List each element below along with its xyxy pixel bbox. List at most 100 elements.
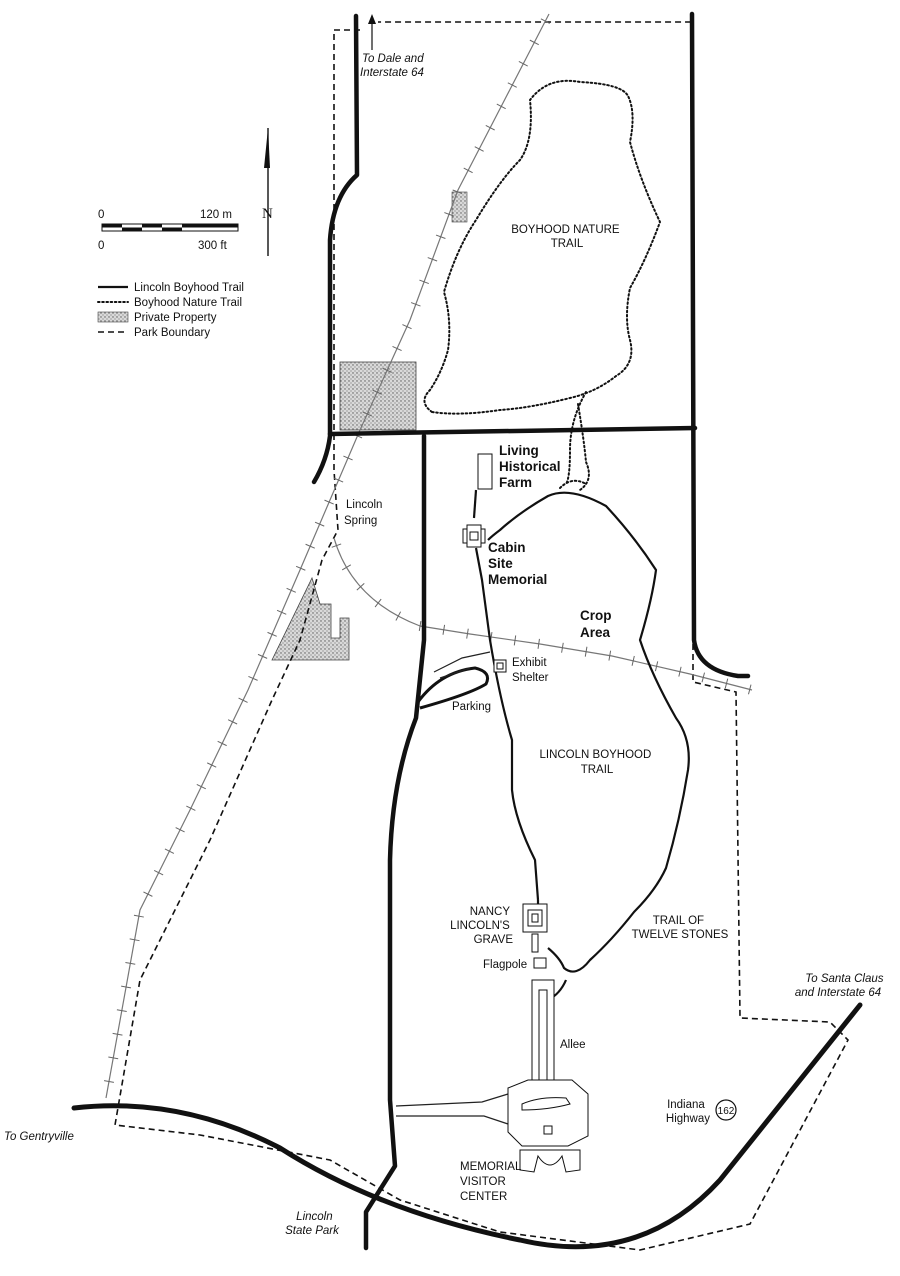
railroad-tie [108,1056,119,1060]
parking-loop-road [416,666,490,710]
railroad-tie [631,655,635,666]
railroad-tie [143,891,153,897]
flagpole-icon [533,957,547,969]
railroad-tie [442,624,446,635]
railroad-tie [678,666,682,677]
railroad-tie [372,389,382,395]
railroad-tie [227,719,238,725]
road-central [363,433,427,1251]
label-boyhood-nature-trail: BOYHOOD NATURE TRAIL [511,224,623,250]
nature-trail-connector [559,391,590,491]
label-indiana-highway: Indiana Highway [666,1099,710,1125]
railroad-tie [217,740,227,747]
road-east-north [689,11,751,679]
railroad-tie [537,638,540,649]
railroad-tie [540,18,550,24]
highway-162-shield[interactable]: 162 [715,1099,737,1121]
railroad-tie [427,257,438,262]
railroad-tie [125,962,136,965]
railroad-tie [116,1009,127,1013]
railroad-tie [324,499,334,505]
railroad-tie [129,938,140,942]
railroad-tie [513,635,517,646]
memorial-visitor-center-building [507,1079,589,1147]
legend: Lincoln Boyhood Trail Boyhood Nature Tra… [97,282,244,339]
railroad-tie [402,324,412,330]
railroad-tie [444,212,454,217]
label-memorial-visitor-center: MEMORIAL VISITOR CENTER [460,1161,524,1203]
railroad-tie [561,642,564,653]
railroad-tie [207,762,217,768]
railroad-tie [435,234,446,239]
exhibit-path-north [433,651,491,673]
railroad-tie [452,189,463,194]
railroad-tie [463,167,473,174]
visitor-access-road [395,651,509,1125]
railroad-tie [314,521,325,527]
visitor-center-court [519,1149,581,1173]
railroad-tie [164,848,175,854]
railroad-tie [418,620,422,632]
railroad-tie [267,631,277,637]
railroad-main-line [105,13,550,1099]
visitor-center-entrance [543,1125,553,1135]
road-crossing [327,425,698,437]
legend-label-private-property: Private Property [134,312,217,324]
label-cabin-site-memorial: Cabin Site Memorial [488,540,547,587]
railroad-tie [701,672,705,683]
label-living-historical-farm: Living Historical Farm [499,443,564,490]
boyhood-trail-farm-link [472,489,478,519]
private-parcel-north [451,191,468,223]
park-boundary-line [114,21,849,1251]
railroad-tie [748,684,752,695]
railroad-tie [724,678,729,689]
railroad-tie [395,611,402,621]
railroad-tie [356,583,365,591]
label-nancy-lincolns-grave: NANCY LINCOLN'S GRAVE [450,906,513,946]
railroad-tie [276,609,287,615]
legend-label-park-boundary: Park Boundary [134,327,210,339]
label-trail-of-twelve-stones: TRAIL OF TWELVE STONES [632,915,729,941]
railroad-tie [295,565,306,571]
living-historical-farm-building [477,453,493,490]
railroad-tie [341,564,352,571]
label-to-gentryville: To Gentryville [4,1131,74,1143]
railroad-tie [518,61,528,67]
railroad-tie [305,543,315,549]
label-to-santa-claus: To Santa Claus and Interstate 64 [795,973,887,999]
railroad-tie [112,1032,123,1036]
north-arrow-icon: N [262,128,273,256]
scale-metric-end: 120 m [200,209,232,221]
allee [531,979,555,1087]
private-parcel-central [339,361,417,431]
railroad-tie [410,302,421,307]
map-labels: To Dale and Interstate 64 BOYHOOD NATURE… [4,14,887,1237]
railroad-tie [608,650,612,661]
label-lincoln-boyhood-trail: LINCOLN BOYHOOD TRAIL [539,749,654,776]
dale-arrow-icon [368,14,376,50]
railroad-tie [362,411,373,417]
railroad-tie [584,646,588,657]
parking-loop [416,666,490,710]
railroad-tie [248,675,258,681]
label-crop-area: Crop Area [580,608,615,640]
visitor-access-road-top [395,1093,509,1107]
railroad-tie [333,477,344,483]
legend-symbol-stipple [97,311,129,323]
label-parking: Parking [452,701,491,713]
exhibit-shelter-icon [493,659,507,673]
railroad-tie [507,82,517,88]
nature-trail-loop [423,79,662,415]
park-boundary [114,21,849,1251]
scale-bar: 0 120 m 0 300 ft [98,209,239,252]
railroad-tie [103,1080,114,1083]
structures [462,453,589,1173]
railroad-tie [343,455,353,461]
railroad-tie [474,146,484,152]
roads [71,11,863,1251]
boyhood-nature-trail [423,79,662,491]
railroad-tie [392,345,402,352]
scale-imperial-start: 0 [98,240,104,252]
highway-shield-number: 162 [718,1106,735,1117]
